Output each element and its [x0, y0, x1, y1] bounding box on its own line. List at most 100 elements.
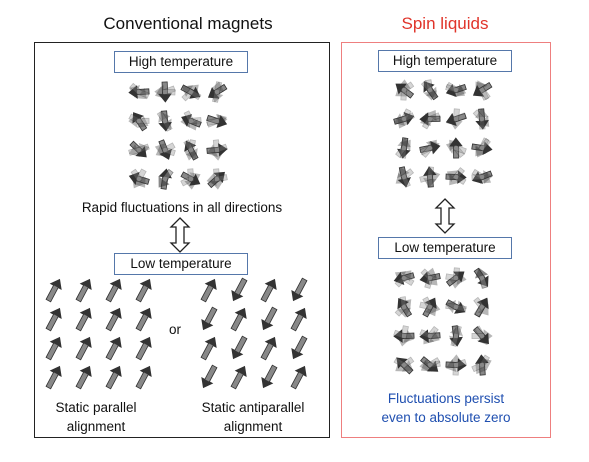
spin-arrow-icon: [423, 81, 439, 101]
spin-arrow-icon: [419, 329, 440, 343]
spin-arrow-icon: [45, 278, 62, 303]
spin-arrow-icon: [423, 267, 437, 289]
parallel-caption-line1: Static parallel: [55, 400, 137, 415]
spin-arrow-icon: [180, 171, 201, 186]
left-double-arrow: [169, 217, 191, 253]
spin-arrow-icon: [423, 325, 439, 345]
spin-arrow-icon: [394, 299, 412, 317]
spin-arrow-icon: [419, 141, 441, 155]
spin-arrow-icon: [395, 356, 415, 372]
spin-arrow-icon: [419, 329, 441, 343]
spin-arrow-icon: [45, 365, 62, 390]
spin-arrow-icon: [201, 364, 218, 389]
antiparallel-caption: Static antiparallel alignment: [183, 398, 323, 436]
spin-arrow-icon: [422, 297, 437, 318]
spin-arrow-icon: [397, 137, 411, 159]
spin-arrow-icon: [45, 307, 62, 332]
spin-arrow-icon: [290, 365, 307, 390]
spin-arrow-icon: [471, 141, 493, 155]
spin-arrow-icon: [445, 300, 467, 314]
spin-arrow-icon: [261, 306, 278, 331]
spin-arrow-icon: [180, 84, 201, 99]
spin-arrow-icon: [475, 137, 490, 158]
spin-arrow-icon: [449, 325, 463, 347]
spin-arrow-icon: [393, 271, 415, 285]
spin-arrow-icon: [260, 336, 277, 361]
right-low-fluctuating-spins: [393, 267, 493, 376]
spin-liquid-caption-line2: even to absolute zero: [381, 410, 511, 425]
spin-arrow-icon: [206, 114, 228, 128]
spin-arrow-icon: [393, 329, 415, 343]
spin-arrow-icon: [155, 85, 176, 99]
spin-arrow-icon: [423, 166, 437, 188]
spin-arrow-icon: [419, 300, 441, 314]
spin-arrow-icon: [154, 143, 176, 157]
spin-arrow-icon: [449, 325, 463, 347]
antiparallel-caption-line1: Static antiparallel: [201, 400, 305, 415]
spin-arrow-icon: [184, 140, 199, 161]
spin-arrow-icon: [132, 112, 148, 132]
spin-arrow-icon: [419, 170, 441, 184]
spin-arrow-icon: [183, 139, 198, 160]
spin-arrow-icon: [210, 81, 224, 103]
spin-arrow-icon: [475, 354, 489, 376]
spin-arrow-icon: [200, 336, 217, 361]
spin-arrow-icon: [291, 335, 308, 360]
spin-arrow-icon: [445, 299, 466, 314]
spin-arrow-icon: [472, 170, 493, 184]
spin-arrow-icon: [421, 109, 437, 130]
spin-arrow-icon: [393, 112, 415, 126]
spin-arrow-icon: [445, 300, 467, 314]
spin-arrow-icon: [397, 108, 412, 129]
spin-arrow-icon: [210, 168, 224, 190]
spin-arrow-icon: [210, 81, 224, 103]
spin-arrow-icon: [475, 354, 491, 375]
spin-arrow-icon: [181, 84, 199, 102]
spin-arrow-icon: [154, 85, 176, 99]
spin-arrow-icon: [445, 271, 465, 287]
spin-arrow-icon: [206, 114, 227, 128]
or-label: or: [168, 322, 181, 337]
right-double-arrow: [434, 198, 456, 234]
spin-arrow-icon: [135, 307, 152, 332]
spin-arrow-icon: [75, 278, 92, 303]
spin-arrow-icon: [260, 278, 277, 303]
spin-arrow-icon: [473, 267, 489, 287]
spin-arrow-icon: [471, 168, 492, 184]
spin-arrow-icon: [129, 140, 147, 158]
spin-arrow-icon: [155, 142, 176, 157]
spin-arrow-icon: [184, 139, 198, 161]
spin-arrow-icon: [449, 167, 465, 186]
spin-arrow-icon: [128, 143, 150, 157]
spin-arrow-icon: [475, 108, 489, 130]
spin-arrow-icon: [445, 83, 467, 97]
spin-arrow-icon: [230, 365, 247, 390]
spin-arrow-icon: [445, 358, 467, 372]
conventional-magnets-title: Conventional magnets: [103, 14, 273, 33]
spin-arrow-icon: [420, 357, 441, 372]
spin-arrow-icon: [397, 325, 411, 347]
spin-arrow-icon: [75, 307, 92, 332]
spin-arrow-icon: [395, 139, 411, 158]
spin-arrow-icon: [231, 277, 248, 302]
spin-arrow-icon: [419, 141, 440, 156]
spin-arrow-icon: [230, 307, 247, 332]
right-low-temperature-label: Low temperature: [378, 237, 512, 259]
spin-liquid-caption-line1: Fluctuations persist: [387, 391, 505, 406]
spin-arrow-icon: [397, 167, 411, 188]
spin-arrow-icon: [231, 335, 248, 360]
spin-arrow-icon: [128, 85, 150, 99]
spin-arrow-icon: [395, 81, 415, 97]
spin-arrow-icon: [291, 277, 308, 302]
spin-arrow-icon: [445, 358, 467, 372]
spin-arrow-icon: [396, 357, 414, 375]
spin-arrow-icon: [158, 110, 172, 132]
spin-arrow-icon: [45, 336, 62, 361]
spin-arrow-icon: [471, 358, 492, 373]
spin-arrow-icon: [474, 297, 489, 318]
spin-arrow-icon: [75, 365, 92, 390]
parallel-aligned-spins: [45, 278, 152, 390]
spin-arrow-icon: [423, 79, 437, 101]
spin-arrow-icon: [158, 81, 172, 103]
spin-arrow-icon: [128, 114, 150, 128]
